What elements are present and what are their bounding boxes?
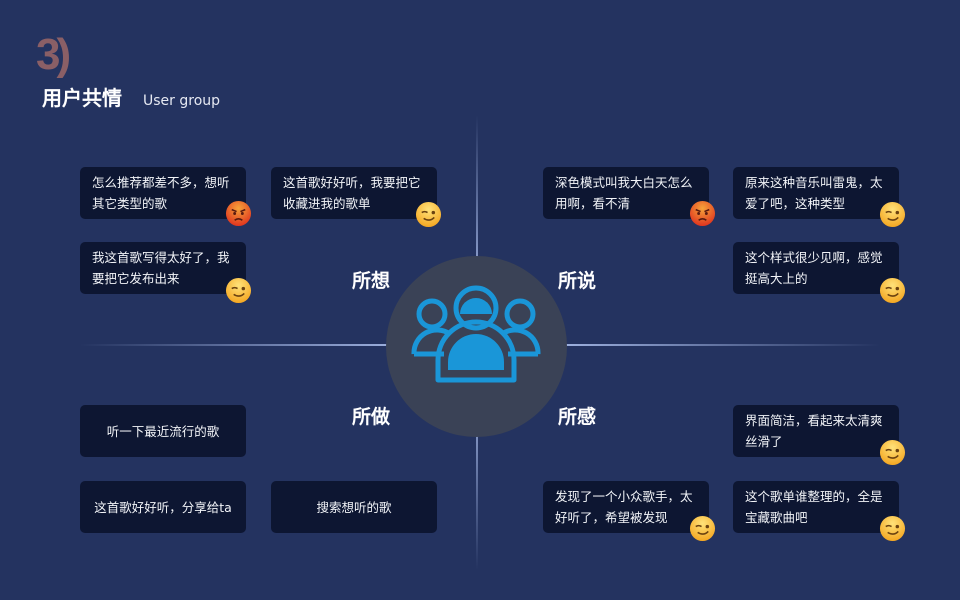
card-text: 这个样式很少见啊，感觉挺高大上的 [745, 250, 883, 286]
card-text: 听一下最近流行的歌 [106, 423, 220, 439]
card-text: 我这首歌写得太好了，我要把它发布出来 [92, 250, 230, 286]
quadrant-label-think: 所想 [352, 270, 391, 292]
center-circle [386, 256, 567, 437]
winking-face-icon [879, 515, 906, 542]
card: 这首歌好好听，分享给ta [80, 481, 246, 533]
section-number: 3) [36, 30, 71, 79]
user-group-icon [411, 285, 541, 383]
card: 怎么推荐都差不多，想听其它类型的歌 [80, 167, 246, 219]
card: 听一下最近流行的歌 [80, 405, 246, 457]
card: 搜索想听的歌 [271, 481, 437, 533]
winking-face-icon [879, 201, 906, 228]
card: 深色模式叫我大白天怎么用啊，看不清 [543, 167, 709, 219]
card-text: 发现了一个小众歌手，太好听了，希望被发现 [555, 489, 693, 525]
card: 发现了一个小众歌手，太好听了，希望被发现 [543, 481, 709, 533]
page-title: 用户共情 [42, 86, 122, 110]
quadrant-label-say: 所说 [558, 270, 597, 292]
winking-face-icon [225, 277, 252, 304]
winking-face-icon [689, 515, 716, 542]
card: 这个样式很少见啊，感觉挺高大上的 [733, 242, 899, 294]
winking-face-icon [415, 201, 442, 228]
card: 界面简洁，看起来太清爽丝滑了 [733, 405, 899, 457]
angry-face-icon [689, 200, 716, 227]
winking-face-icon [879, 439, 906, 466]
card-text: 深色模式叫我大白天怎么用啊，看不清 [555, 175, 693, 211]
page-subtitle: User group [143, 93, 221, 109]
card-text: 界面简洁，看起来太清爽丝滑了 [745, 413, 883, 449]
quadrant-label-do: 所做 [352, 406, 391, 428]
card-text: 搜索想听的歌 [316, 499, 392, 515]
card: 这首歌好好听，我要把它收藏进我的歌单 [271, 167, 437, 219]
card: 这个歌单谁整理的，全是宝藏歌曲吧 [733, 481, 899, 533]
card-text: 这首歌好好听，分享给ta [94, 499, 232, 515]
card-text: 怎么推荐都差不多，想听其它类型的歌 [92, 175, 230, 211]
angry-face-icon [225, 200, 252, 227]
winking-face-icon [879, 277, 906, 304]
card: 原来这种音乐叫雷鬼，太爱了吧，这种类型 [733, 167, 899, 219]
card-text: 这个歌单谁整理的，全是宝藏歌曲吧 [745, 489, 883, 525]
card-text: 原来这种音乐叫雷鬼，太爱了吧，这种类型 [745, 175, 883, 211]
quadrant-label-feel: 所感 [558, 406, 597, 428]
card-text: 这首歌好好听，我要把它收藏进我的歌单 [283, 175, 421, 211]
card: 我这首歌写得太好了，我要把它发布出来 [80, 242, 246, 294]
